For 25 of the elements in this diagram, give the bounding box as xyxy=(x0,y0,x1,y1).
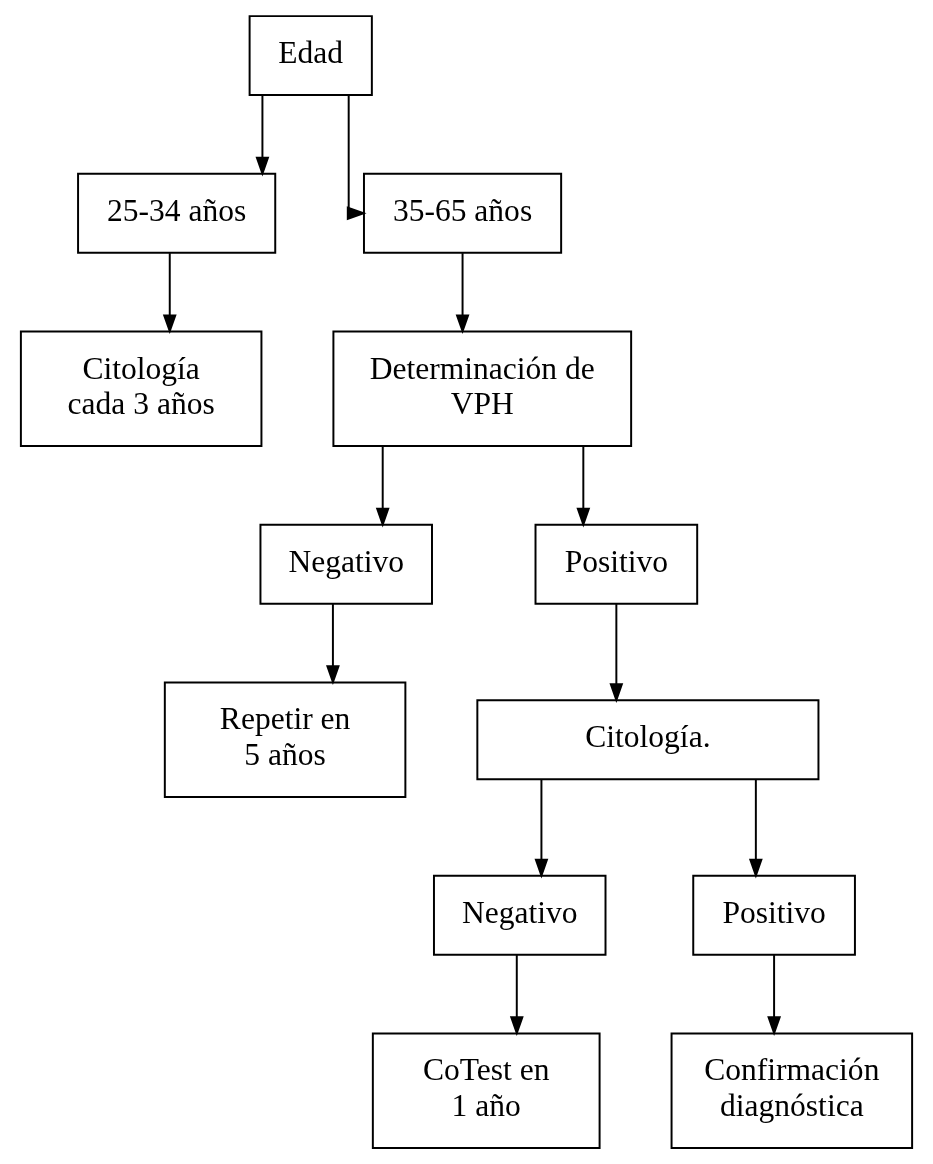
arrow xyxy=(534,778,549,879)
node-box: Citología. xyxy=(476,699,820,781)
arrow xyxy=(375,445,390,528)
node-box: 35-65 años xyxy=(363,172,563,254)
node-box: Negativo xyxy=(433,874,607,956)
node-box: Positivo xyxy=(534,523,699,605)
arrow xyxy=(162,252,177,335)
arrow xyxy=(767,954,781,1037)
arrow xyxy=(609,603,624,704)
node-box: Edad xyxy=(248,15,373,96)
node-box: 25-34 años xyxy=(77,172,277,254)
arrow xyxy=(576,445,591,528)
arrow xyxy=(326,603,340,686)
arrow xyxy=(255,94,270,177)
node-box: CoTest en 1 año xyxy=(371,1032,601,1149)
arrow xyxy=(509,954,524,1037)
arrow xyxy=(346,94,367,221)
node-box: Negativo xyxy=(259,523,433,605)
node-box: Determinación de VPH xyxy=(332,330,633,447)
arrow xyxy=(455,252,470,335)
node-box: Repetir en 5 años xyxy=(163,681,407,798)
node-box: Positivo xyxy=(692,874,856,956)
node-box: Confirmación diagnóstica xyxy=(670,1032,914,1149)
node-box: Citología cada 3 años xyxy=(19,330,263,447)
arrow xyxy=(748,778,763,879)
